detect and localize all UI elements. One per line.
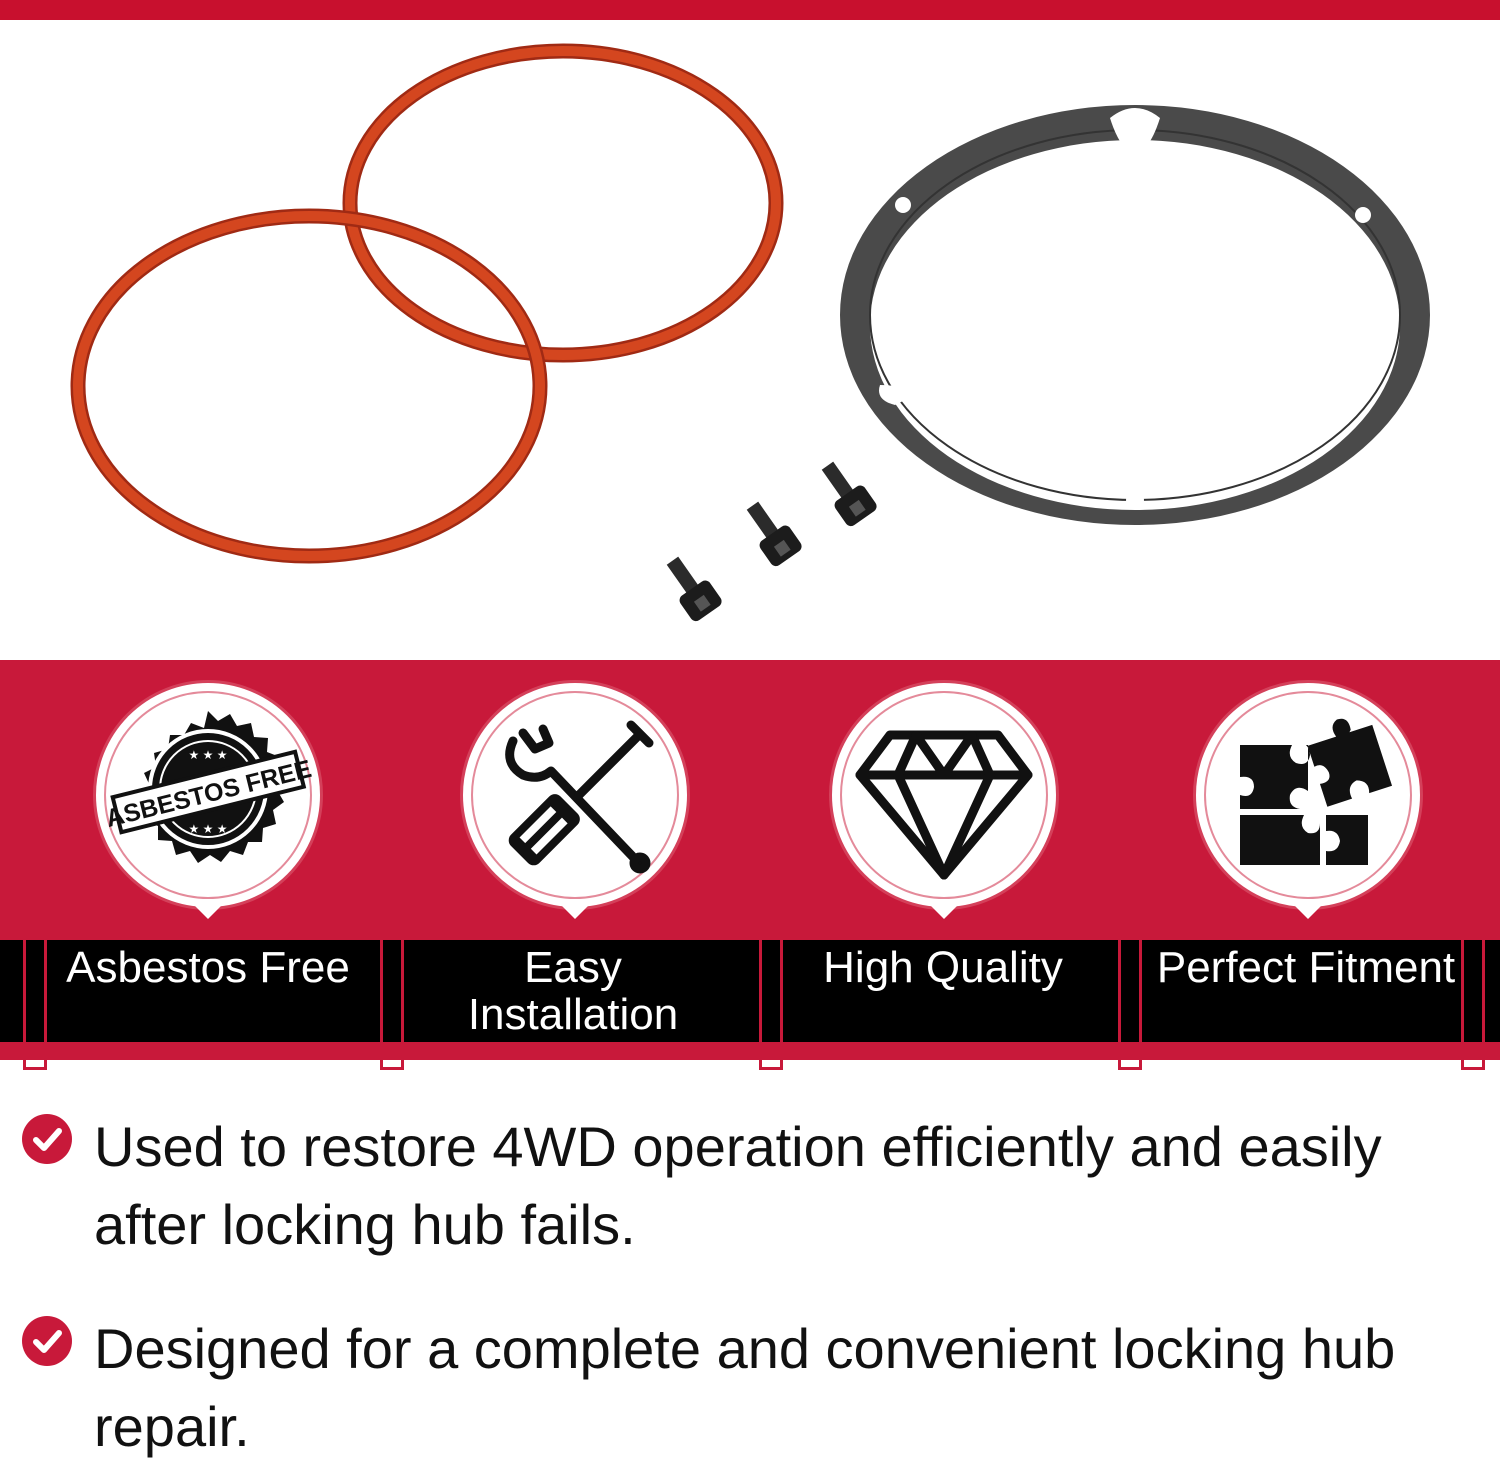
svg-text:★ ★ ★: ★ ★ ★ <box>189 748 228 762</box>
feature-label-asbestos-free: Asbestos Free <box>66 943 350 992</box>
puzzle-icon <box>1240 718 1393 865</box>
strip-divider <box>380 940 404 1070</box>
strip-divider <box>759 940 783 1070</box>
asbestos-free-stamp-icon: ASBESTOS FREE ★ ★ ★ ★ ★ ★ <box>103 711 314 863</box>
o-ring-front <box>70 208 548 564</box>
feature-label-high-quality: High Quality <box>823 943 1063 992</box>
screw <box>666 556 722 622</box>
strip-divider <box>1118 940 1142 1070</box>
screw <box>821 461 877 527</box>
badge-ring <box>104 691 312 899</box>
feature-label-perfect-fitment: Perfect Fitment <box>1156 943 1456 992</box>
feature-badge-asbestos-free: ASBESTOS FREE ★ ★ ★ ★ ★ ★ <box>93 680 323 910</box>
wrench-screwdriver-icon <box>505 720 654 874</box>
badge-pointer <box>1294 905 1322 919</box>
feature-label-easy-installation: Easy Installation <box>467 943 679 1039</box>
strip-divider <box>1461 940 1485 1070</box>
badge-pointer <box>561 905 589 919</box>
feature-label-strip <box>0 940 1500 1042</box>
product-image <box>70 43 1430 622</box>
bullet-text: Used to restore 4WD operation efficientl… <box>94 1115 1382 1256</box>
top-accent-bar <box>0 0 1500 20</box>
checkmark-icon <box>22 1114 72 1164</box>
feature-badge-easy-installation <box>460 680 690 910</box>
strip-divider <box>23 940 47 1070</box>
diamond-icon <box>855 730 1033 880</box>
badge-pointer <box>194 905 222 919</box>
strip-bottom-edge <box>0 1042 1500 1056</box>
badge-ring <box>471 691 679 899</box>
feature-badge-high-quality <box>829 680 1059 910</box>
badge-pointer <box>930 905 958 919</box>
feature-badge-perfect-fitment <box>1193 680 1423 910</box>
badge-ring <box>840 691 1048 899</box>
screw <box>746 501 802 567</box>
gasket <box>840 105 1430 525</box>
o-ring-back <box>342 43 784 363</box>
bullet-text: Designed for a complete and convenient l… <box>94 1317 1396 1458</box>
checkmark-icon <box>22 1316 72 1366</box>
svg-text:★ ★ ★: ★ ★ ★ <box>189 822 228 836</box>
badge-ring <box>1204 691 1412 899</box>
